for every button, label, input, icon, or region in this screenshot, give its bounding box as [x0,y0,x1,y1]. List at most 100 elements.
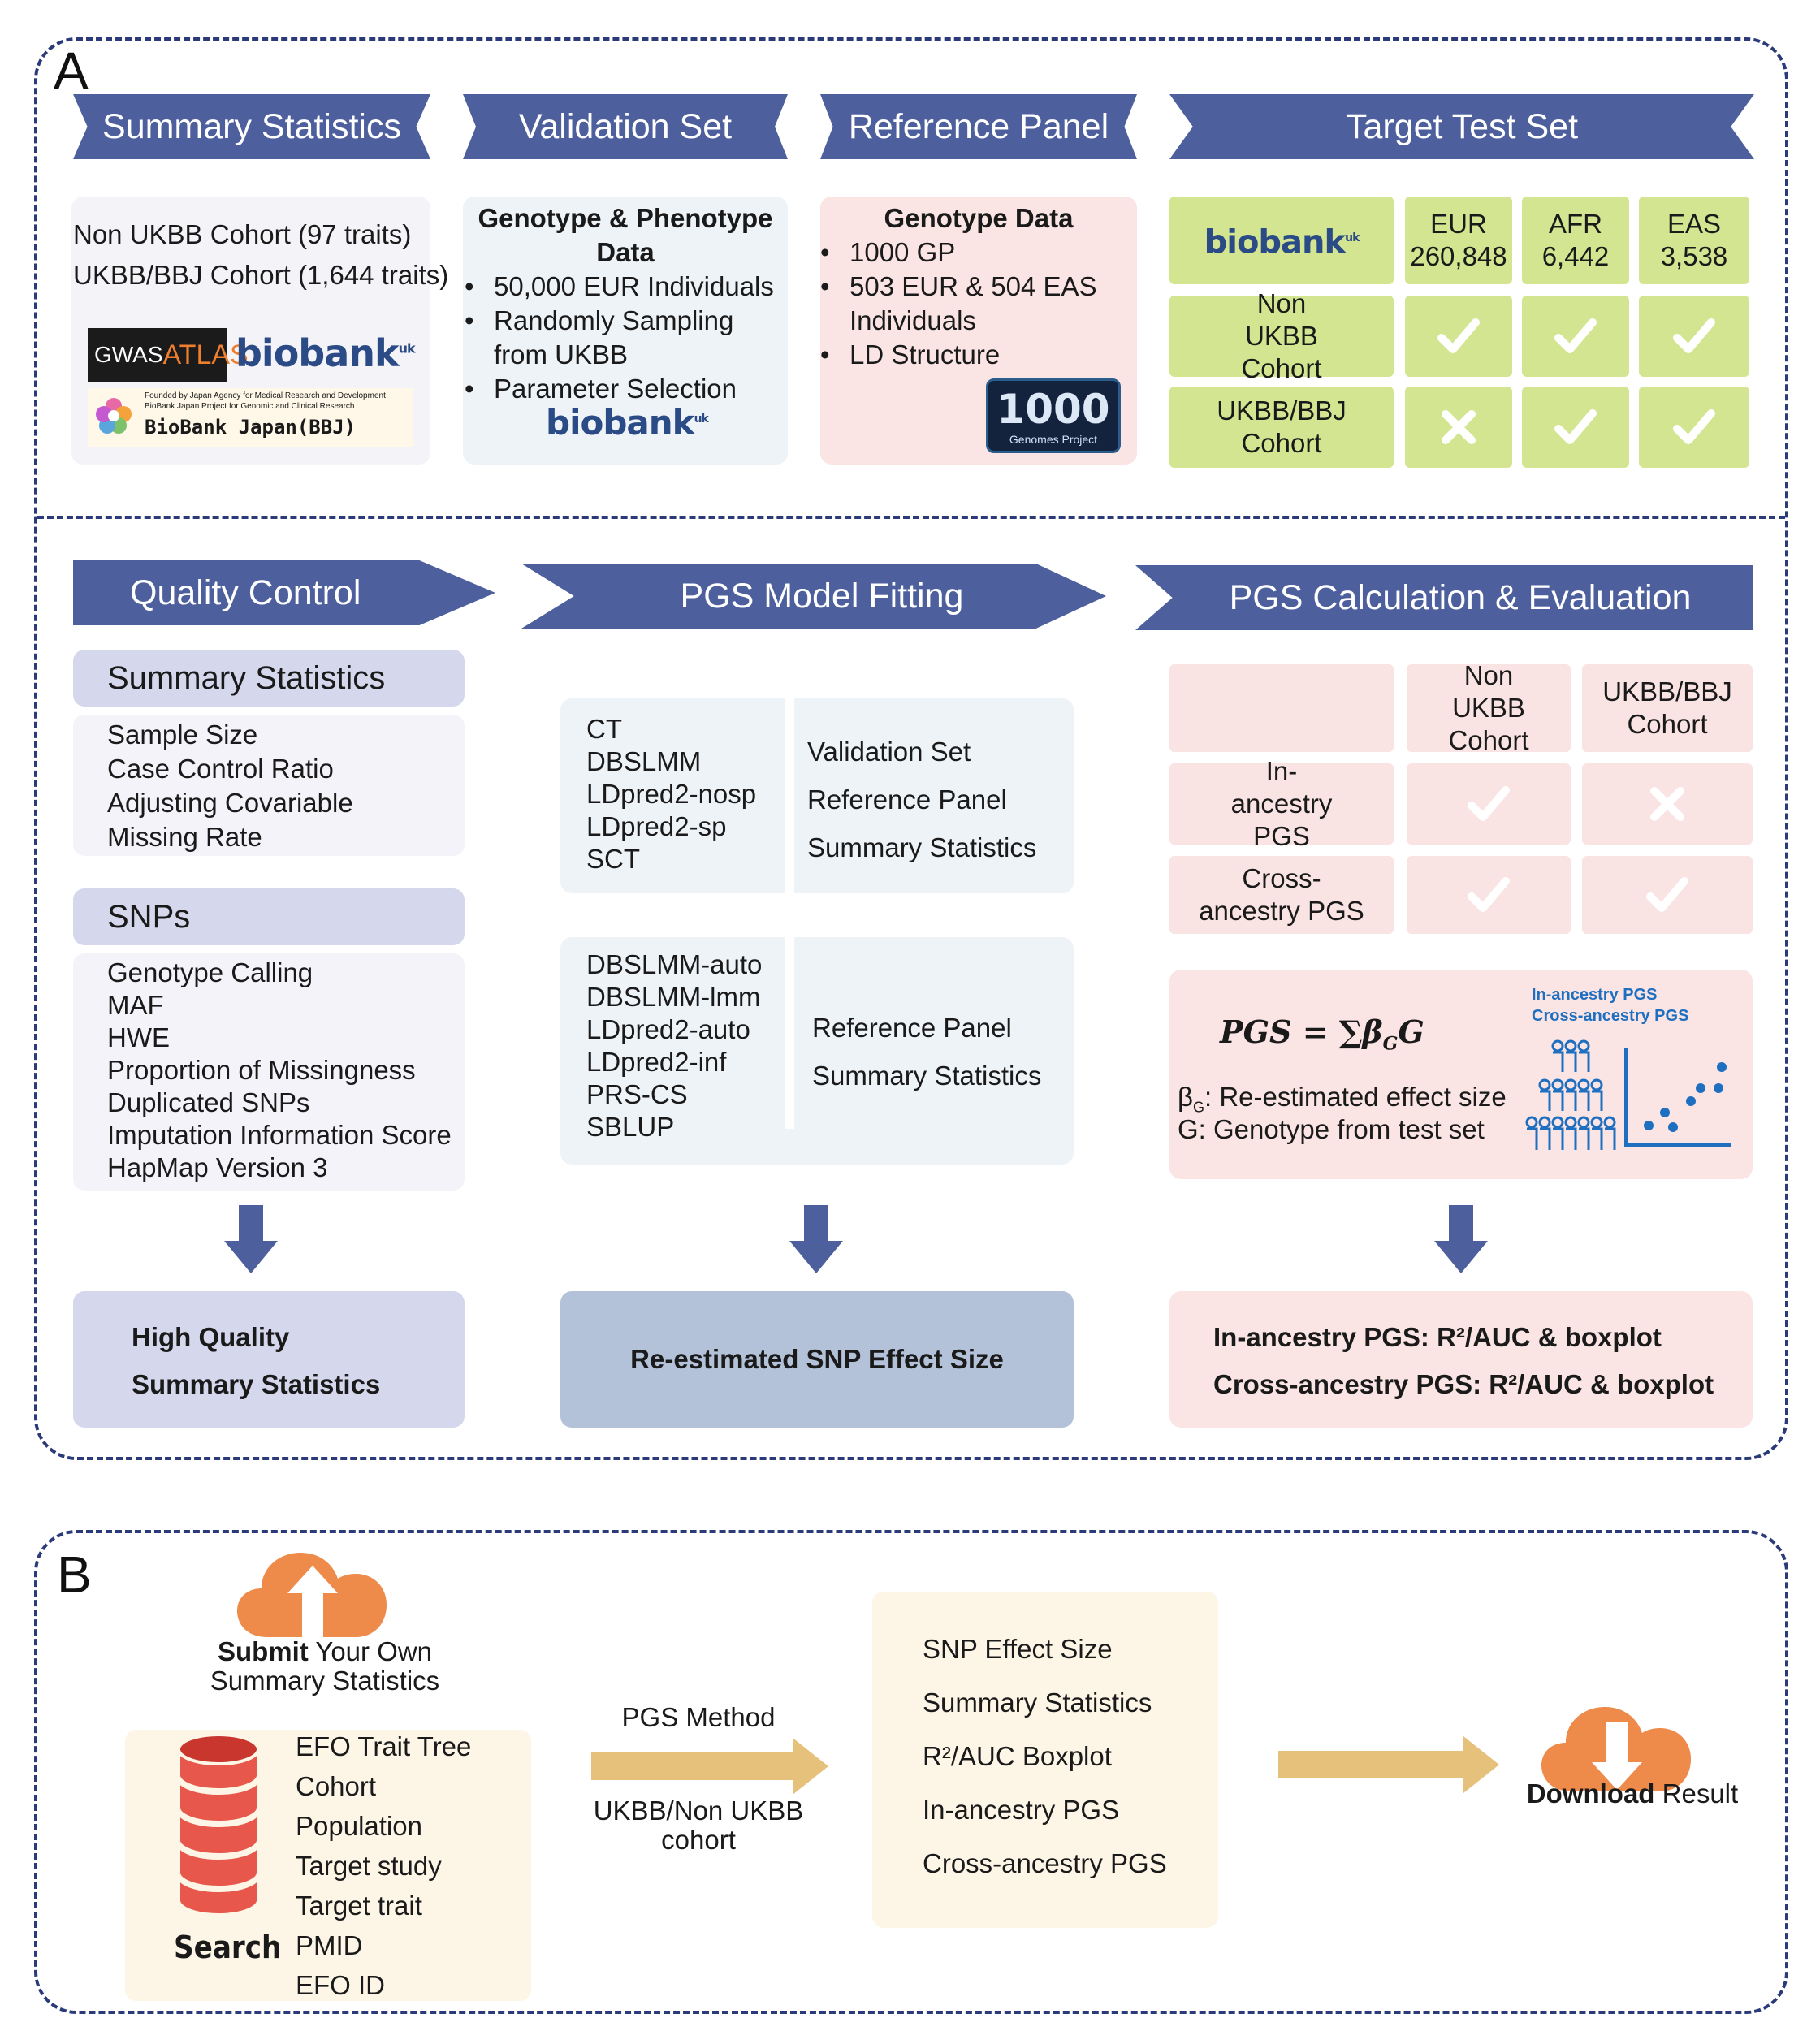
method-item: DBSLMM [586,746,702,776]
method-item: LDpred2-nosp [586,779,757,809]
cross-icon [1442,410,1476,444]
bbj-flower-icon [96,398,132,434]
search-label: Search [174,1929,282,1965]
biobank-uk-mark: uk [694,413,709,426]
method-item: DBSLMM-auto [586,949,763,979]
calc-result-box: In-ancestry PGS: R²/AUC & boxplot Cross-… [1169,1291,1753,1428]
target-col-afr: AFR 6,442 [1522,197,1629,284]
check-icon [1673,409,1715,444]
right-arrow-icon [591,1738,828,1795]
beta-definition-text: : Re-estimated effect size [1204,1082,1507,1112]
qc-summary-statistics-title: Summary Statistics [73,650,465,707]
check-icon [1437,318,1480,353]
header-pgs-calculation: PGS Calculation & Evaluation [1135,565,1753,630]
header-quality-control: Quality Control [73,560,495,625]
download-caption: Download Result [1494,1778,1770,1809]
check-icon [1646,877,1688,912]
qc-item: Sample Size [107,720,258,750]
qc-result-line2: Summary Statistics [132,1369,381,1399]
qc-item: Genotype Calling [107,957,313,987]
output-item: Summary Statistics [923,1687,1152,1718]
qc-item: HWE [107,1022,170,1052]
cross-icon [1650,787,1684,821]
validation-set-card: Genotype & Phenotype Data 50,000 EUR Ind… [463,197,788,465]
output-item: SNP Effect Size [923,1634,1113,1664]
formula-subscript: G [1382,1033,1399,1055]
submit-rest: Your Own [308,1636,433,1666]
qc-snps-list: Genotype Calling MAF HWE Proportion of M… [73,953,465,1191]
biobank-logo: biobankuk [546,403,709,443]
1000-genomes-logo: 1000 Genomes Project [986,378,1121,453]
biobank-logo-text: biobank [1204,223,1347,261]
qc-summary-statistics-list: Sample Size Case Control Ratio Adjusting… [73,715,465,856]
reference-panel-card: Genotype Data 1000 GP 503 EUR & 504 EAS … [820,197,1137,465]
search-field: EFO Trait Tree [296,1731,472,1761]
legend-cross-ancestry: Cross-ancestry PGS [1532,1007,1689,1025]
beta-subscript: G [1192,1099,1204,1116]
header-pgs-model-fitting: PGS Model Fitting [521,564,1106,629]
check-icon [1673,318,1715,353]
method-item: DBSLMM-lmm [586,982,761,1012]
fitting-method-list: DBSLMM-auto DBSLMM-lmm LDpred2-auto LDpr… [586,949,762,1143]
target-mark-cell [1522,387,1629,468]
calc-row-cross-ancestry: Cross-ancestry PGS [1169,856,1394,934]
calc-col-ukbb-bbj: UKBB/BBJ Cohort [1582,664,1753,752]
submit-line2: Summary Statistics [210,1666,440,1696]
biobank-logo: biobankuk [1204,222,1360,261]
method-item: SBLUP [586,1112,675,1142]
population-count: 3,538 [1660,241,1728,271]
check-icon [1468,786,1510,821]
method-item: CT [586,714,622,744]
download-rest: Result [1654,1778,1739,1808]
target-row-ukbb-bbj-label: UKBB/BBJ Cohort [1169,387,1394,468]
biobank-logo-text: biobank [236,331,400,375]
target-col-eur: EUR 260,848 [1405,197,1512,284]
down-arrow-icon [1434,1205,1488,1273]
fitting-method-list: CT DBSLMM LDpred2-nosp LDpred2-sp SCT [586,713,756,875]
ukbb-bbj-cohort-count: UKBB/BBJ Cohort (1,644 traits) [73,260,449,290]
output-item: Cross-ancestry PGS [923,1848,1167,1878]
non-ukbb-cohort-count: Non UKBB Cohort (97 traits) [73,219,412,249]
calc-mark-cell [1582,763,1753,845]
search-field: PMID [296,1930,363,1960]
header-validation-set: Validation Set [463,94,788,159]
qc-item: MAF [107,990,164,1020]
download-bold: Download [1526,1778,1655,1808]
check-icon [1554,318,1597,353]
method-item: LDpred2-inf [586,1047,727,1077]
panel-a-label: A [54,41,89,100]
formula-box: PGS = ∑βGG βG: Re-estimated effect size … [1169,970,1753,1179]
calc-col-non-ukbb: Non UKBB Cohort [1407,660,1571,755]
outputs-list: SNP Effect Size Summary Statistics R²/AU… [923,1623,1167,1891]
target-mark-cell [1405,387,1512,468]
download-cloud-icon [1541,1707,1691,1791]
output-item: R²/AUC Boxplot [923,1741,1112,1771]
panel-a-divider [37,516,1785,519]
qc-list: Sample Size Case Control Ratio Adjusting… [107,718,353,854]
qc-snps-title: SNPs [73,888,465,945]
biobank-logo-text: biobank [546,403,695,443]
biobank-uk-mark: uk [398,340,416,357]
population-label: EAS [1667,209,1722,239]
gwas-atlas-suffix: ATLAS [162,339,249,370]
qc-item: Adjusting Covariable [107,788,353,818]
calc-result-in-ancestry: In-ancestry PGS: R²/AUC & boxplot [1213,1322,1662,1352]
target-mark-cell [1639,296,1749,377]
cohort-line2: cohort [661,1825,736,1855]
bbj-logo: Founded by Japan Agency for Medical Rese… [88,388,413,447]
validation-items: 50,000 EUR Individuals Randomly Sampling… [465,270,789,406]
method-item: LDpred2-auto [586,1014,750,1044]
formula-lhs: PGS [1220,1013,1292,1050]
method-item: SCT [586,844,640,874]
input-item: Validation Set [807,737,971,767]
validation-item: Randomly Sampling from UKBB [465,304,789,372]
qc-item: Imputation Information Score [107,1120,452,1150]
input-item: Reference Panel [812,1013,1012,1043]
outputs-box: SNP Effect Size Summary Statistics R²/AU… [872,1592,1218,1928]
qc-list: Genotype Calling MAF HWE Proportion of M… [107,957,452,1184]
qc-result-line1: High Quality [132,1322,290,1352]
check-icon [1554,409,1597,444]
biobank-uk-mark: uk [1345,231,1360,245]
submit-caption: Submit Your Own Summary Statistics [171,1637,479,1696]
reference-items: 1000 GP 503 EUR & 504 EAS Individuals LD… [820,236,1129,372]
